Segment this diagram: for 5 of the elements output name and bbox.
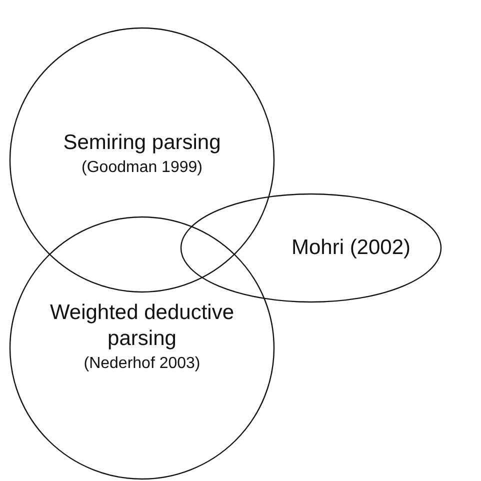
citation-label: (Goodman 1999) — [82, 158, 202, 178]
citation-label: (Nederhof 2003) — [84, 354, 200, 374]
region-label: Semiring parsing — [63, 130, 221, 156]
region-label: Weighted deductive parsing — [48, 300, 236, 352]
region-label: Mohri (2002) — [291, 235, 411, 261]
